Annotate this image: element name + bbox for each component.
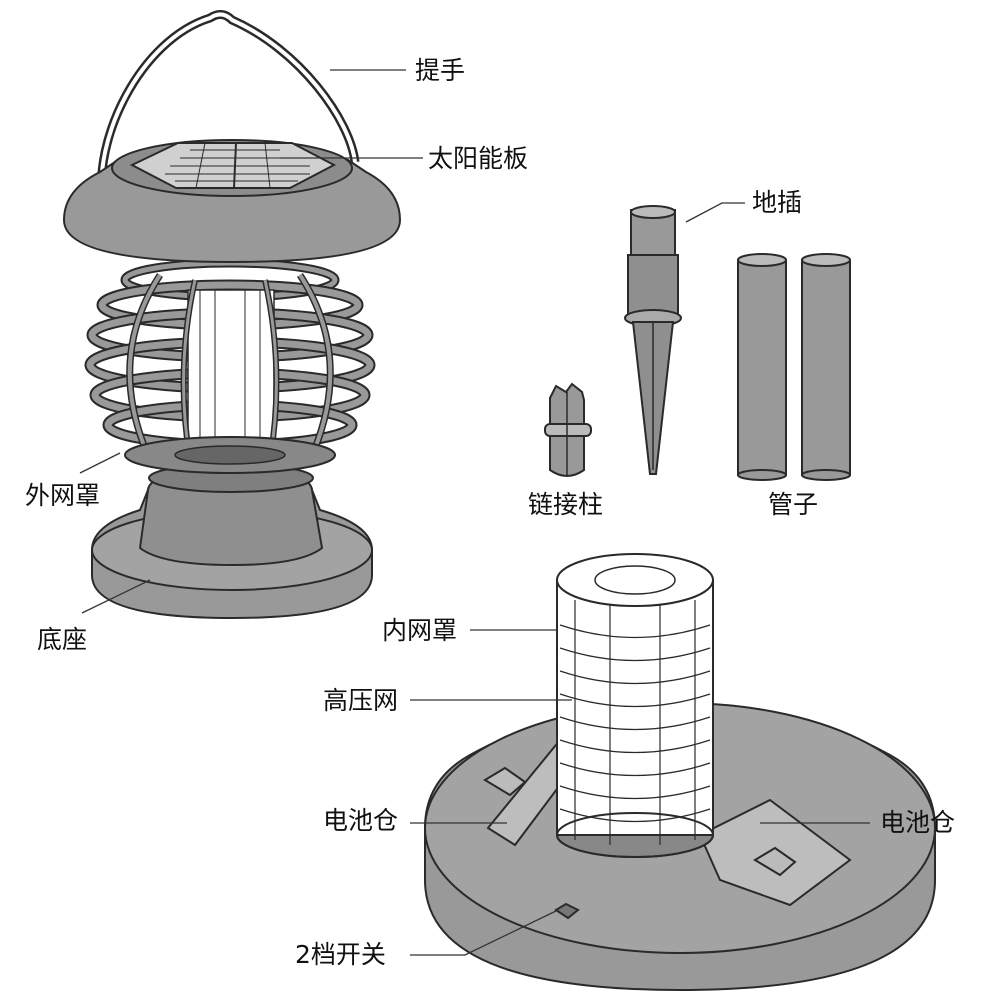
label-tubes: 管子 (768, 490, 819, 519)
switch (554, 902, 580, 920)
label-battery-right: 电池仓 (880, 808, 956, 837)
label-battery-left: 电池仓 (323, 806, 399, 835)
label-ground-stake: 地插 (752, 188, 803, 217)
leader-lines (79, 69, 870, 956)
leader-base (81, 579, 151, 614)
label-switch: 2档开关 (295, 940, 386, 969)
label-handle: 提手 (415, 56, 466, 85)
ground-stake (624, 205, 682, 475)
label-hv-grid: 高压网 (323, 686, 399, 715)
hv-grid (559, 600, 711, 845)
leader-outer-mesh (79, 452, 121, 474)
label-inner-mesh: 内网罩 (382, 616, 458, 645)
leader-stake (685, 202, 745, 223)
label-base: 底座 (37, 625, 88, 654)
base-unit (424, 553, 936, 992)
label-outer-mesh: 外网罩 (25, 481, 101, 510)
tubes (737, 253, 851, 481)
leader-switch (410, 909, 559, 956)
inner-mesh (556, 553, 714, 858)
connector-post (544, 382, 592, 477)
lantern-assembly (62, 10, 402, 620)
label-solar-panel: 太阳能板 (428, 144, 529, 173)
base (91, 463, 373, 620)
outer-mesh (84, 258, 376, 474)
solar-panel (129, 142, 337, 189)
label-connector-post: 链接柱 (528, 490, 604, 519)
